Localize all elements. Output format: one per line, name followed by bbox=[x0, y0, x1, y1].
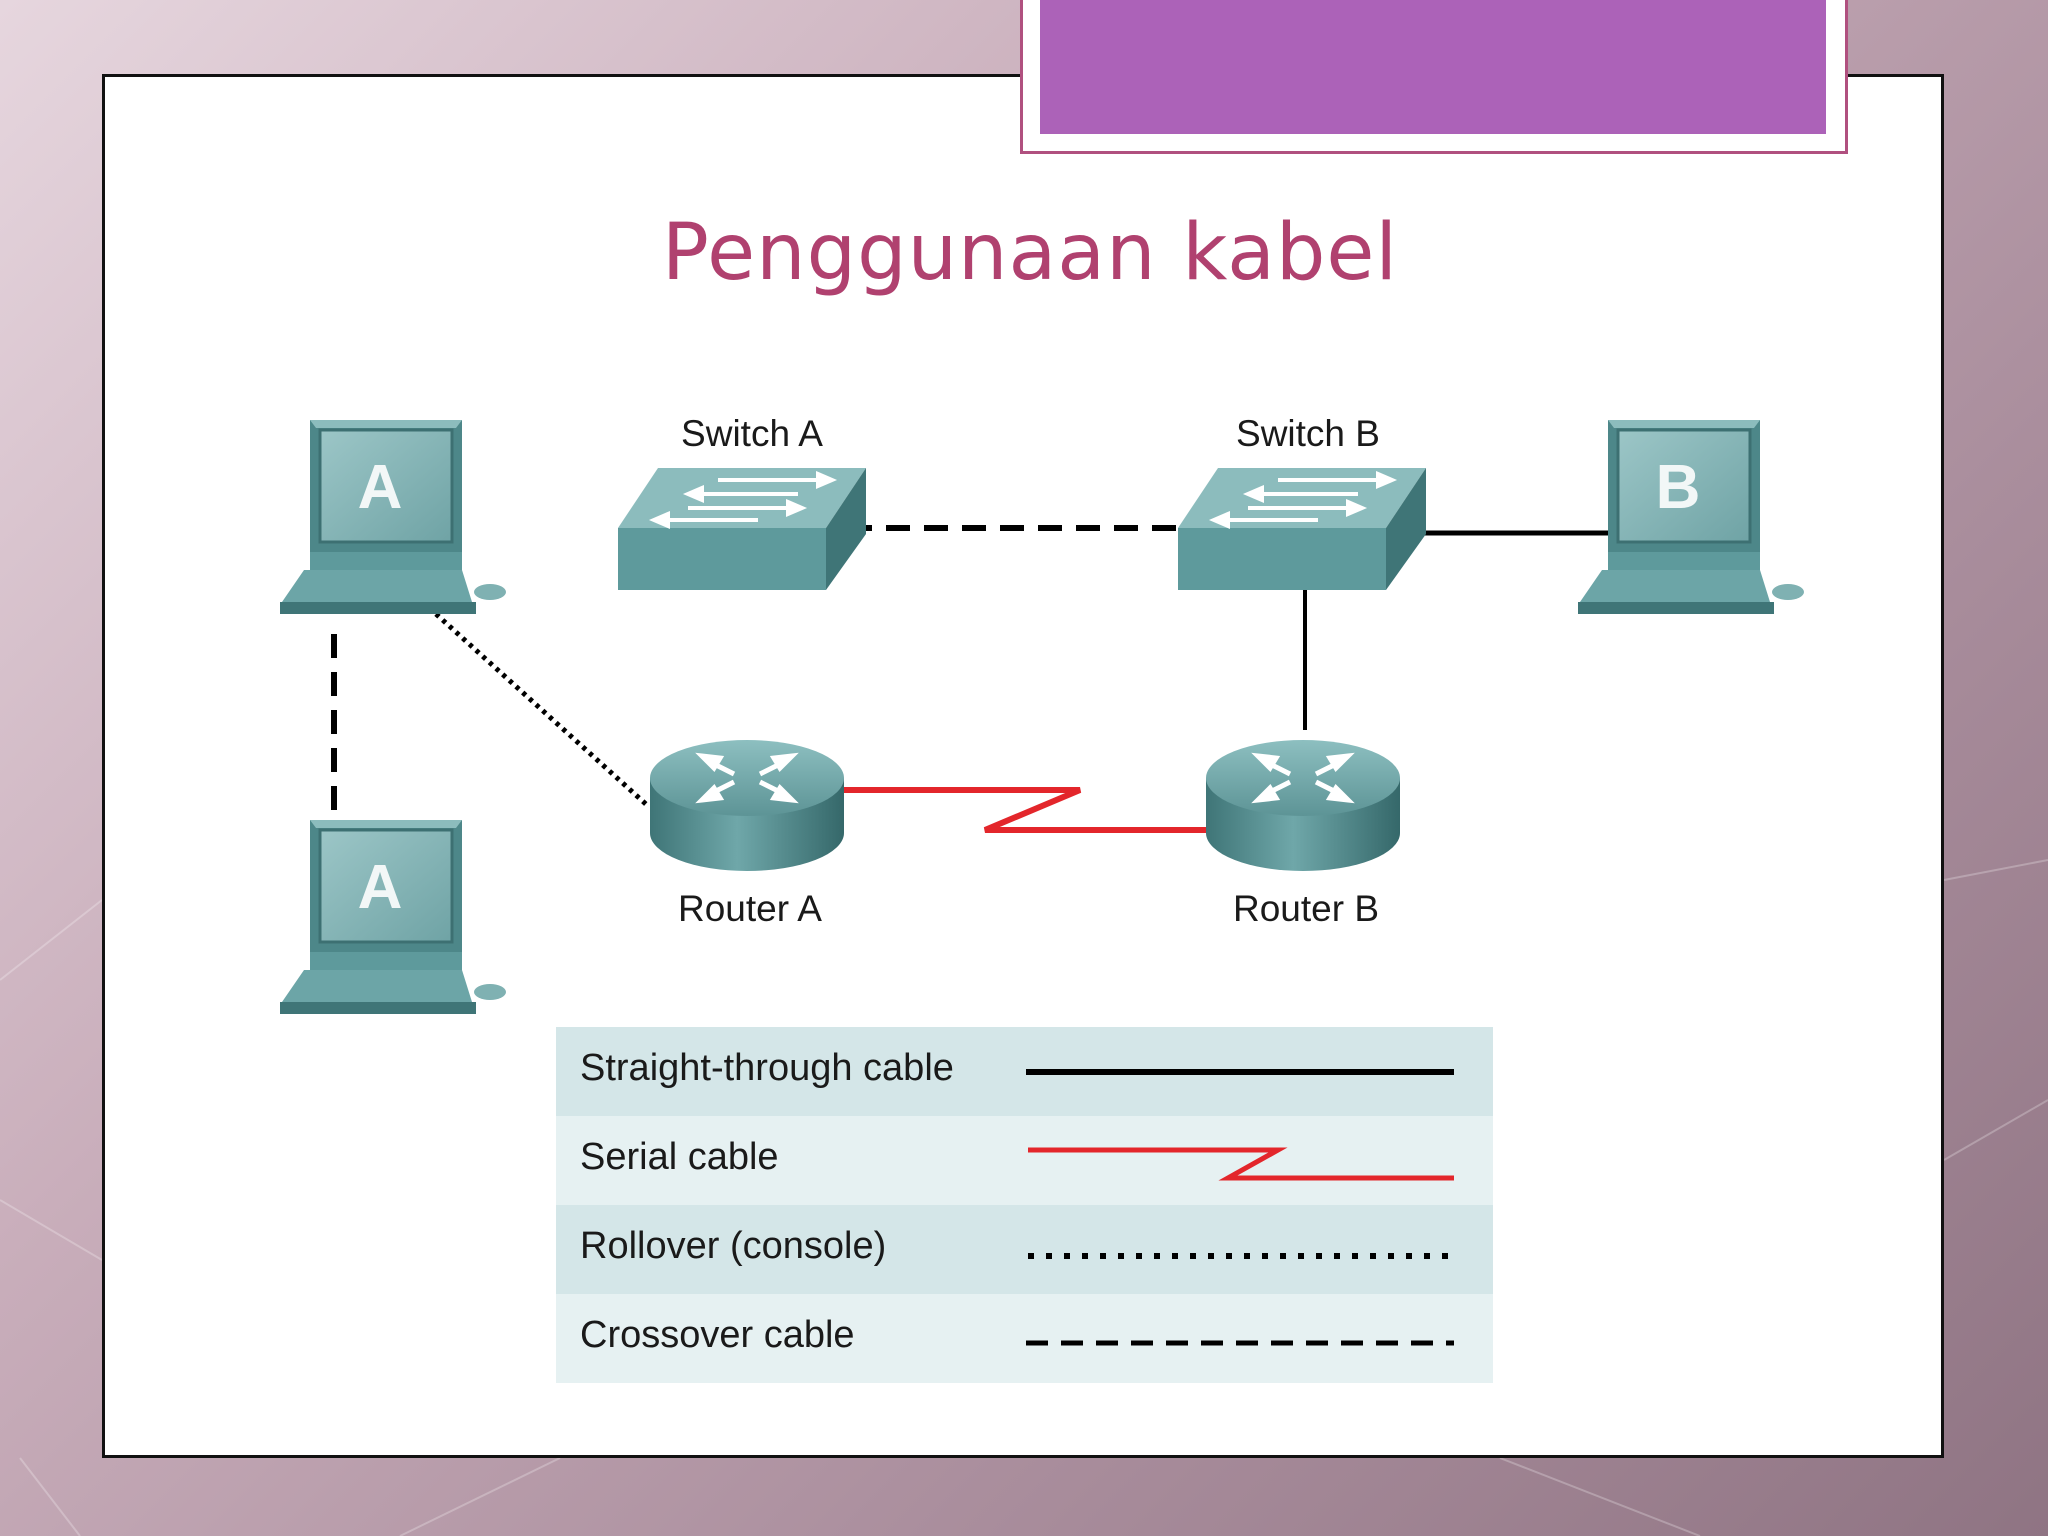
legend-label: Crossover cable bbox=[580, 1314, 855, 1356]
pc-letter: A bbox=[358, 853, 403, 922]
pc-b-icon: B bbox=[1578, 420, 1804, 614]
router-b-icon bbox=[1206, 740, 1400, 871]
slide-title: Penggunaan kabel bbox=[661, 208, 1399, 298]
switch-a-icon bbox=[618, 468, 866, 590]
switch-b-icon bbox=[1178, 468, 1426, 590]
pc-letter: A bbox=[358, 453, 403, 522]
legend-sample-serial bbox=[1028, 1147, 1454, 1181]
router-a-icon bbox=[650, 740, 844, 871]
router-a-label: Router A bbox=[678, 888, 822, 929]
legend-label: Serial cable bbox=[580, 1136, 779, 1178]
legend-row-serial: Serial cable bbox=[556, 1116, 1493, 1205]
switch-a-label: Switch A bbox=[681, 413, 823, 454]
serial-link bbox=[838, 787, 1210, 833]
pc-a-bottom-icon: A bbox=[280, 820, 506, 1014]
pc-a-top-icon: A bbox=[280, 420, 506, 614]
legend-label: Rollover (console) bbox=[580, 1225, 887, 1267]
rollover-link bbox=[434, 612, 650, 808]
pc-letter: B bbox=[1656, 453, 1701, 522]
switch-b-label: Switch B bbox=[1236, 413, 1380, 454]
legend-row-crossover: Crossover cable bbox=[556, 1294, 1493, 1383]
accent-bar bbox=[1040, 0, 1826, 134]
legend-row-rollover: Rollover (console) bbox=[556, 1205, 1493, 1294]
legend-label: Straight-through cable bbox=[580, 1047, 954, 1089]
router-b-label: Router B bbox=[1233, 888, 1379, 929]
